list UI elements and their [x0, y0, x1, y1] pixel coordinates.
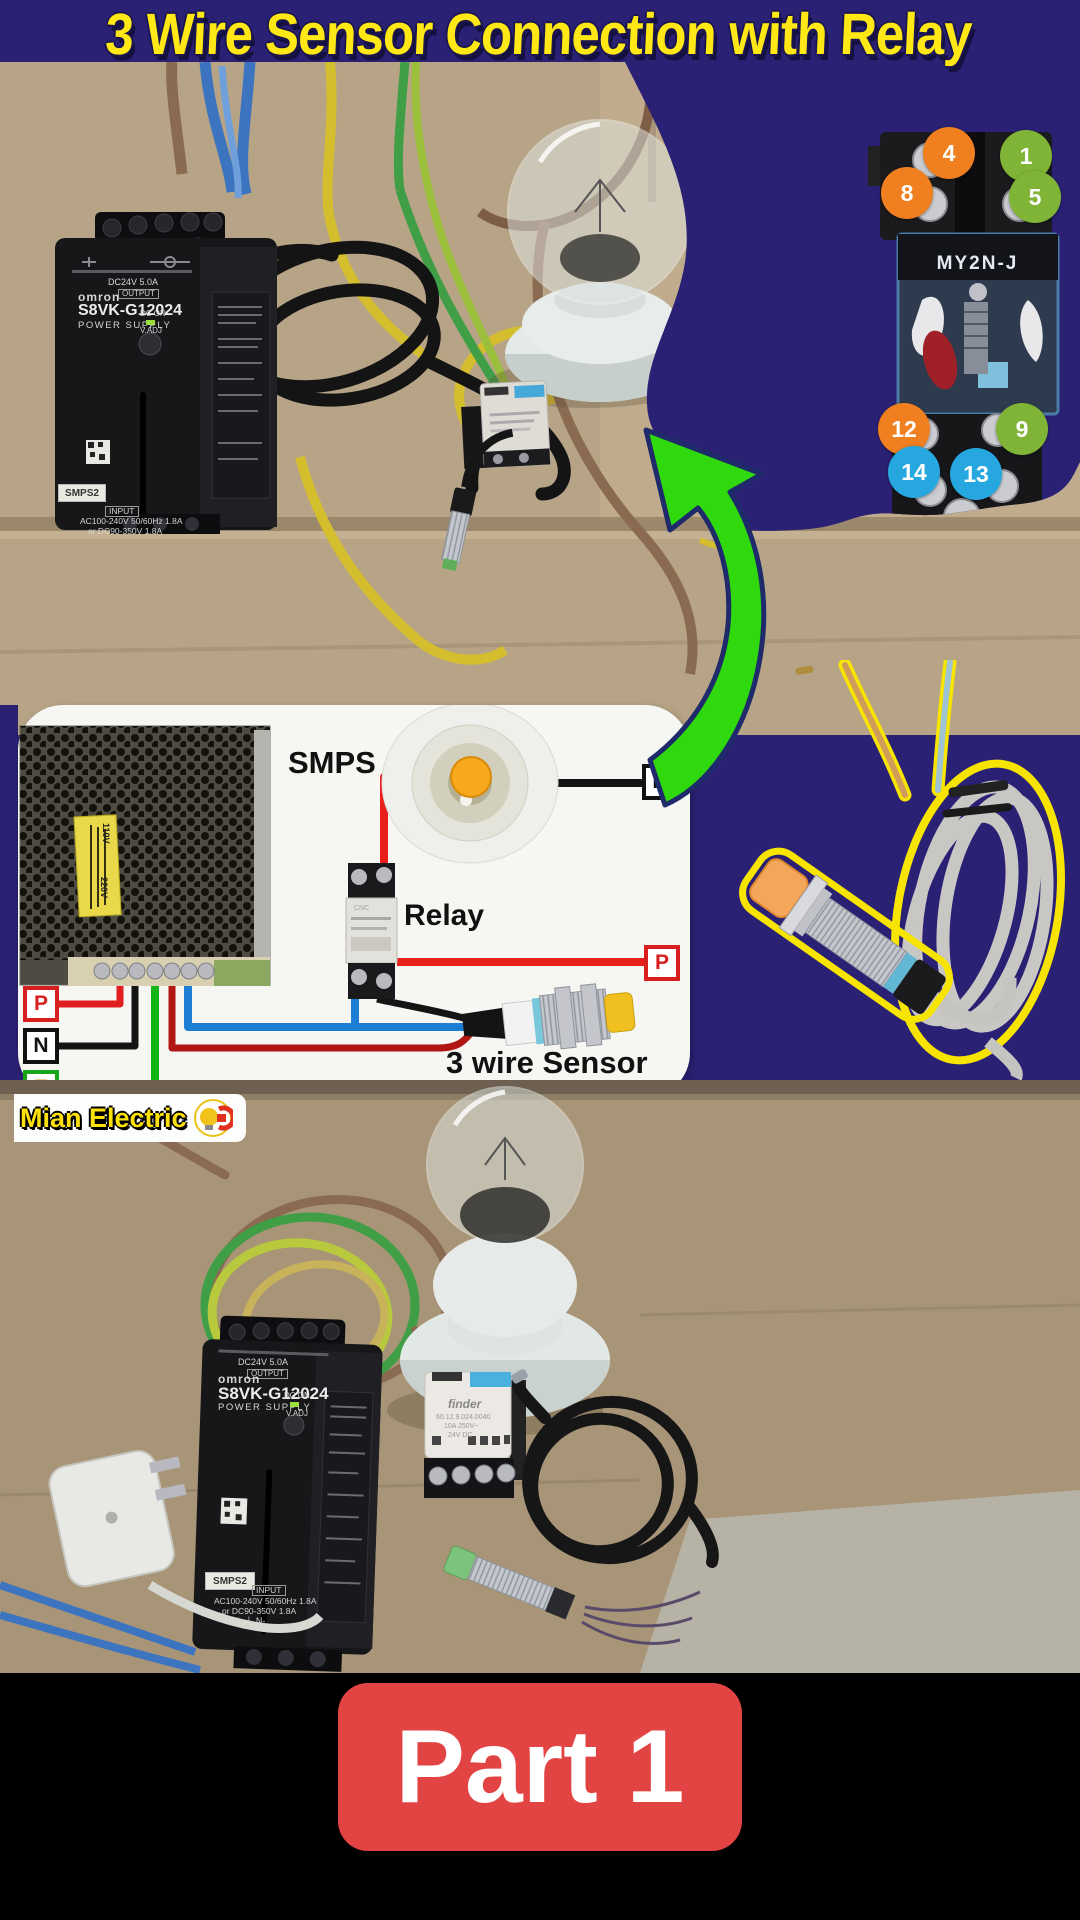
- relay2-brand: finder: [448, 1397, 482, 1411]
- psu2-input-rating1: AC100-240V 50/60Hz 1.8A: [214, 1596, 317, 1606]
- psu2-model: S8VK-G12024: [218, 1384, 329, 1403]
- bottom-photo: DC24V 5.0A OUTPUT omron S8VK-G12024 POWE…: [0, 1080, 1080, 1674]
- relay-pin-8: 8: [881, 167, 933, 219]
- relay2-rating1: 10A 250V~: [444, 1423, 479, 1430]
- psu-input-rating2: or DC90-350V 1.8A: [88, 526, 163, 536]
- psu2-input-rating2: or DC90-350V 1.8A: [222, 1606, 297, 1616]
- psu2-brand: omron: [218, 1372, 261, 1386]
- psu2-v-adj: V.ADJ: [286, 1409, 308, 1418]
- bottom-photo-scene: [0, 1080, 1080, 1674]
- psu-dc-on: DC ON: [140, 309, 166, 318]
- title-banner: 3 Wire Sensor Connection with Relay: [0, 0, 1080, 68]
- psu-brand: omron: [78, 290, 121, 304]
- relay-pin-5: 5: [1009, 171, 1061, 223]
- psu-output-rating: DC24V 5.0A: [108, 277, 159, 287]
- psu-v-adj: V.ADJ: [140, 326, 162, 335]
- psu-type: POWER SUPPLY: [78, 320, 172, 331]
- part-badge-label: Part 1: [395, 1709, 685, 1825]
- sticker-110v: 110V: [101, 823, 111, 844]
- terminal-p-left: P: [23, 986, 59, 1022]
- sticker-220v: 220V: [99, 877, 109, 899]
- relay-pin-9: 9: [996, 403, 1048, 455]
- green-arrow: [610, 400, 810, 830]
- channel-logo: Mian Electric: [14, 1094, 246, 1142]
- psu-input-label: INPUT: [105, 506, 139, 517]
- channel-name: Mian Electric: [20, 1102, 187, 1133]
- psu2-led: [290, 1402, 299, 1407]
- psu2-dc-on: DC ON: [284, 1391, 310, 1400]
- psu2-type: POWER SUPPLY: [218, 1402, 312, 1413]
- relay-pinout-cutout: MY2N-J 4 1 8 5 12 9 14 13: [600, 62, 1080, 572]
- relay-pin-13: 13: [950, 448, 1002, 500]
- psu-input-rating1: AC100-240V 50/60Hz 1.8A: [80, 516, 183, 526]
- part-badge: Part 1: [338, 1683, 742, 1851]
- psu-output-label: OUTPUT: [118, 289, 159, 299]
- psu-sticker: SMPS2: [58, 484, 106, 502]
- psu2-output-label: OUTPUT: [247, 1369, 288, 1379]
- psu2-sticker: SMPS2: [205, 1572, 255, 1590]
- relay-label: Relay: [404, 899, 485, 932]
- relay2-rating2: 24V DC: [448, 1432, 473, 1439]
- sensor-label: 3 wire Sensor: [446, 1045, 648, 1080]
- sensor-cable-graphic: [680, 655, 1080, 1081]
- relay2-model: 60.12.9.024.0040: [436, 1414, 491, 1421]
- wiring-diagram-graphic: [19, 705, 647, 1092]
- page-title: 3 Wire Sensor Connection with Relay: [104, 2, 974, 68]
- psu2-input-label: INPUT: [252, 1585, 286, 1596]
- diagram-relay-brand: CNC: [354, 905, 370, 912]
- navy-left-strip: [0, 705, 18, 1098]
- psu2-terminals: +L ⏚ N-: [232, 1616, 266, 1626]
- relay-model-label: MY2N-J: [936, 253, 1019, 274]
- relay-pin-14: 14: [888, 446, 940, 498]
- terminal-n-left: N: [23, 1028, 59, 1064]
- bottom-strip: Part 1: [0, 1673, 1080, 1920]
- psu2-output-rating: DC24V 5.0A: [238, 1357, 289, 1367]
- terminal-p-right: P: [644, 945, 680, 981]
- relay-pin-12: 12: [878, 403, 930, 455]
- bulb-plug-icon: [193, 1099, 233, 1137]
- green-arrow-graphic: [643, 427, 767, 808]
- psu-model: S8VK-G12024: [78, 302, 183, 319]
- psu-led: [146, 320, 155, 325]
- wiring-diagram-panel: SMPS Relay CNC 3 wire Sensor 110V 220V P…: [18, 705, 690, 1106]
- sensor-cutout-scene: [680, 655, 1080, 1081]
- relay-pin-4: 4: [923, 127, 975, 179]
- smps-label: SMPS: [288, 745, 376, 780]
